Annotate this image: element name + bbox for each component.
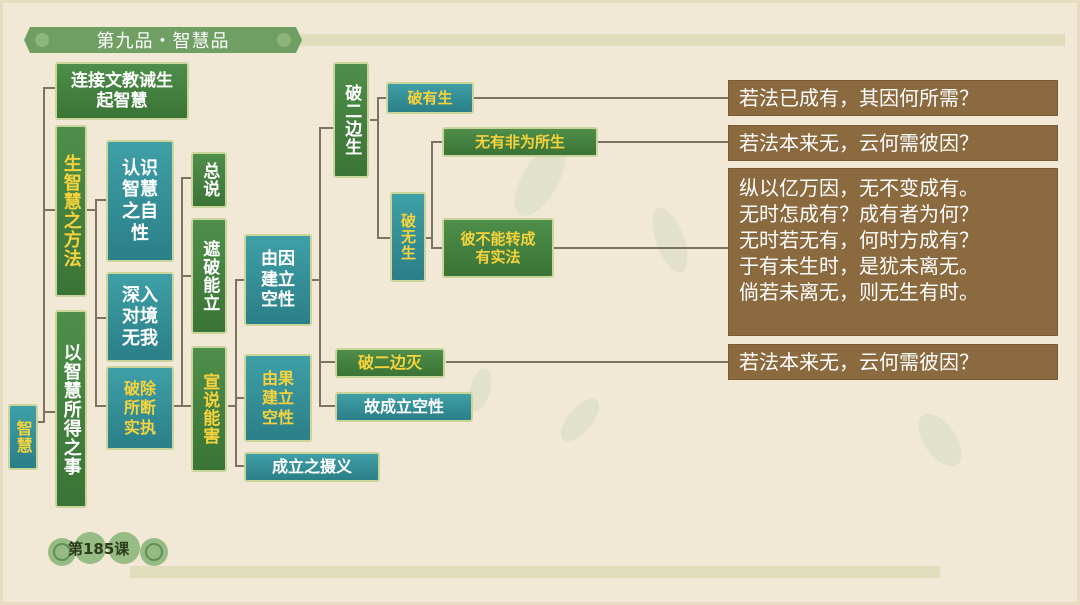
node-cannot-transform: 彼不能转成有实法 (442, 218, 554, 278)
node-refute-nonexist-birth: 破无生 (390, 192, 426, 282)
node-obtained: 以智慧所得之事 (55, 310, 87, 508)
node-label: 破除所断实执 (123, 379, 156, 437)
quote-text: 若法本来无，云何需彼因？ (739, 131, 979, 155)
node-label: 认识智慧之自性 (122, 157, 158, 244)
node-therefore-emptiness: 故成立空性 (335, 392, 473, 422)
node-label: 宣说能害 (199, 373, 220, 445)
node-label: 破无生 (399, 213, 417, 261)
node-root-wisdom: 智慧 (8, 404, 38, 470)
node-recognize-nature: 认识智慧之自性 (106, 140, 174, 262)
node-deep-object: 深入对境无我 (106, 272, 174, 362)
quote-2: 若法本来无，云何需彼因？ (728, 125, 1058, 161)
title-banner (24, 27, 302, 53)
quote-1: 若法已成有，其因何所需？ (728, 80, 1058, 116)
quote-line: 无时怎成有？成有者为何？ (739, 202, 979, 226)
node-label: 连接文教诫生起智慧 (71, 70, 173, 111)
node-refute-two-birth: 破二边生 (333, 62, 369, 178)
node-label: 成立之摄义 (271, 457, 352, 477)
node-label: 深入对境无我 (122, 284, 158, 349)
lesson-badge-decoration (48, 532, 168, 566)
node-effect-emptiness: 由果建立空性 (244, 354, 312, 442)
node-label: 生智慧之方法 (60, 154, 82, 268)
node-summary: 成立之摄义 (244, 452, 380, 482)
node-label: 由果建立空性 (261, 369, 294, 427)
quote-text: 若法本来无，云何需彼因？ (739, 350, 979, 374)
node-refute-two-cease: 破二边灭 (335, 348, 445, 378)
node-label: 以智慧所得之事 (60, 342, 82, 476)
node-label: 智慧 (13, 420, 33, 454)
node-label: 由因建立空性 (261, 249, 295, 311)
node-label: 故成立空性 (363, 397, 444, 417)
lesson-number: 第185课 (68, 540, 130, 558)
node-label: 破二边生 (341, 84, 362, 156)
node-label: 无有非为所生 (474, 133, 565, 151)
node-cause-emptiness: 由因建立空性 (244, 234, 312, 326)
node-label: 遮破能立 (199, 240, 220, 312)
node-refute-proof: 遮破能立 (191, 218, 227, 334)
leaf-decoration (468, 144, 962, 467)
node-label: 彼不能转成有实法 (460, 230, 536, 266)
node-method: 生智慧之方法 (55, 125, 87, 297)
node-general: 总说 (191, 152, 227, 208)
page-title: 第九品・智慧品 (96, 31, 230, 52)
quote-line: 纵以亿万因，无不变成有。 (739, 176, 979, 200)
quote-3: 纵以亿万因，无不变成有。 无时怎成有？成有者为何？ 无时若无有，何时方成有？ 于… (728, 168, 1058, 336)
quote-line: 倘若未离无，则无生有时。 (739, 280, 979, 304)
node-refute-exist-birth: 破有生 (386, 82, 474, 114)
node-not-made: 无有非为所生 (442, 127, 598, 157)
node-establish-harm: 宣说能害 (191, 346, 227, 472)
quote-text: 若法已成有，其因何所需？ (739, 86, 979, 110)
node-remove-attachment: 破除所断实执 (106, 366, 174, 450)
node-label: 破二边灭 (357, 353, 422, 373)
node-connect-text: 连接文教诫生起智慧 (55, 62, 189, 120)
node-label: 总说 (199, 162, 220, 198)
quote-line: 于有未生时，是犹未离无。 (739, 254, 979, 278)
quote-4: 若法本来无，云何需彼因？ (728, 344, 1058, 380)
node-label: 破有生 (407, 89, 453, 107)
quote-line: 无时若无有，何时方成有？ (739, 228, 979, 252)
